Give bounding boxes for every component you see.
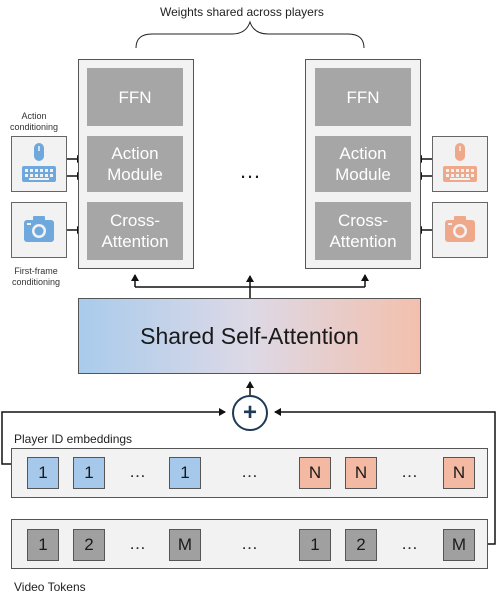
shared-weights-brace	[135, 20, 365, 49]
left-action-input	[11, 136, 67, 192]
plus-node: +	[232, 395, 268, 431]
right-ffn: FFN	[315, 68, 411, 126]
mouse-keyboard-icon	[22, 143, 56, 182]
shared-self-attention: Shared Self-Attention	[78, 298, 421, 374]
video-token-ellipsis: …	[241, 534, 259, 553]
video-token: 1	[27, 529, 59, 561]
camera-icon	[445, 216, 475, 242]
left-ffn: FFN	[87, 68, 183, 126]
left-first-frame-input	[11, 202, 67, 258]
left-action-module: Action Module	[87, 136, 183, 192]
video-token: M	[443, 529, 475, 561]
video-token: 1	[299, 529, 331, 561]
right-first-frame-input	[432, 202, 488, 258]
player-id-ellipsis: …	[401, 462, 419, 481]
player-id-label: Player ID embeddings	[14, 432, 133, 446]
player-id-token: N	[443, 457, 475, 489]
player-id-ellipsis: …	[241, 462, 259, 481]
mouse-keyboard-icon	[443, 143, 477, 182]
camera-icon	[24, 216, 54, 242]
player-id-ellipsis: …	[129, 462, 147, 481]
left-cross-attention: Cross- Attention	[87, 202, 183, 260]
player-id-token: 1	[169, 457, 201, 489]
right-action-module: Action Module	[315, 136, 411, 192]
shared-weights-title: Weights shared across players	[160, 5, 324, 19]
player-id-token: 1	[27, 457, 59, 489]
first-frame-conditioning-label: First-frame conditioning	[11, 266, 61, 287]
players-ellipsis: …	[239, 158, 261, 183]
video-token: 2	[73, 529, 105, 561]
player-id-token: N	[299, 457, 331, 489]
player-id-token: N	[345, 457, 377, 489]
player-id-row: 1 1 … 1 … N N … N	[11, 448, 488, 498]
action-conditioning-label: Action conditioning	[9, 111, 59, 132]
right-action-input	[432, 136, 488, 192]
video-token: M	[169, 529, 201, 561]
right-cross-attention: Cross- Attention	[315, 202, 411, 260]
video-tokens-label: Video Tokens	[14, 580, 86, 594]
video-token-ellipsis: …	[129, 534, 147, 553]
video-token-ellipsis: …	[401, 534, 419, 553]
player-id-token: 1	[73, 457, 105, 489]
video-token: 2	[345, 529, 377, 561]
video-token-row: 1 2 … M … 1 2 … M	[11, 519, 488, 569]
shared-self-attention-label: Shared Self-Attention	[140, 322, 359, 349]
